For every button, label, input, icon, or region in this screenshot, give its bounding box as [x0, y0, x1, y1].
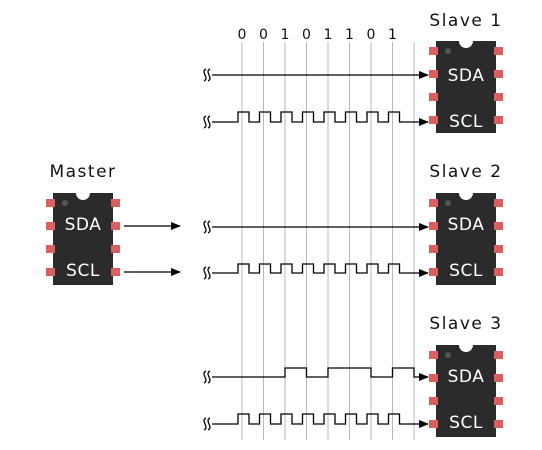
- chip-pin: [494, 93, 503, 101]
- slave-2-scl-label: SCL: [449, 261, 483, 281]
- chip-pin: [494, 47, 503, 55]
- slave-2-title: Slave 2: [429, 162, 502, 182]
- chip-pin: [494, 374, 503, 382]
- chip-body: [436, 41, 496, 133]
- break-symbol: [203, 220, 207, 234]
- bus-signal-wires: [124, 68, 429, 431]
- chip-notch: [459, 186, 473, 200]
- break-symbol: [207, 417, 211, 431]
- bit-label: 0: [259, 27, 268, 43]
- slave-1-scl-label: SCL: [449, 112, 483, 132]
- master-title: Master: [49, 162, 116, 182]
- pin1-marker: [62, 200, 68, 206]
- chip-pin: [494, 420, 503, 428]
- chip-pin: [429, 420, 438, 428]
- chip-pin: [429, 397, 438, 405]
- chip-pin: [429, 245, 438, 253]
- pin1-marker: [445, 48, 451, 54]
- chip-pin: [46, 245, 55, 253]
- clock-wire: [212, 263, 429, 277]
- slave-3-chip: [429, 338, 503, 437]
- chip-pin: [46, 222, 55, 230]
- bit-label: 1: [324, 27, 333, 43]
- slave-1-sda-label: SDA: [448, 66, 485, 86]
- bit-label: 1: [345, 27, 354, 43]
- chip-pin: [494, 116, 503, 124]
- chip-pin: [429, 199, 438, 207]
- break-symbol: [207, 220, 211, 234]
- chip-pin: [494, 70, 503, 78]
- master-scl-label: SCL: [66, 261, 100, 281]
- slave-2-chip: [429, 186, 503, 285]
- chip-pin: [429, 116, 438, 124]
- chip-pin: [111, 222, 120, 230]
- break-symbol: [203, 417, 207, 431]
- break-symbol: [203, 115, 207, 129]
- chip-pin: [429, 222, 438, 230]
- slave-2-sda-label: SDA: [448, 215, 485, 235]
- chip-pin: [429, 70, 438, 78]
- signal-wire: [212, 367, 429, 381]
- clock-wire: [212, 413, 429, 428]
- break-symbol: [207, 115, 211, 129]
- break-symbol: [203, 68, 207, 82]
- chip-pin: [494, 397, 503, 405]
- bit-label: 0: [238, 27, 247, 43]
- chip-pin: [429, 47, 438, 55]
- slave-3-title: Slave 3: [429, 314, 502, 334]
- slave-3-scl-label: SCL: [449, 413, 483, 433]
- chip-notch: [459, 34, 473, 48]
- chip-pin: [111, 268, 120, 276]
- chip-pin: [46, 199, 55, 207]
- chip-body: [436, 345, 496, 437]
- slave-3-sda-label: SDA: [448, 367, 485, 387]
- break-symbol: [203, 370, 207, 384]
- chip-pin: [494, 199, 503, 207]
- chip-pin: [111, 245, 120, 253]
- chip-pin: [494, 222, 503, 230]
- pin1-marker: [445, 352, 451, 358]
- chip-pin: [429, 374, 438, 382]
- master-chip: [46, 186, 120, 285]
- clock-grid-lines: [241, 42, 415, 440]
- chip-notch: [459, 338, 473, 352]
- chip-notch: [76, 186, 90, 200]
- slave-1-title: Slave 1: [429, 11, 502, 31]
- chip-pin: [429, 268, 438, 276]
- break-symbol: [203, 266, 207, 280]
- bit-label: 1: [281, 27, 290, 43]
- pin1-marker: [445, 200, 451, 206]
- bit-label: 0: [302, 27, 311, 43]
- chip-pin: [429, 351, 438, 359]
- chip-pin: [494, 351, 503, 359]
- chip-pin: [46, 268, 55, 276]
- break-symbol: [207, 266, 211, 280]
- bit-label: 1: [388, 27, 397, 43]
- chip-pin: [111, 199, 120, 207]
- break-symbol: [207, 370, 211, 384]
- chip-pin: [494, 245, 503, 253]
- slave-1-chip: [429, 34, 503, 133]
- chip-pin: [494, 268, 503, 276]
- master-sda-label: SDA: [65, 215, 102, 235]
- chip-body: [53, 193, 113, 285]
- break-symbol: [207, 68, 211, 82]
- clock-wire: [212, 111, 429, 126]
- chip-body: [436, 193, 496, 285]
- chip-pin: [429, 93, 438, 101]
- bit-label: 0: [367, 27, 376, 43]
